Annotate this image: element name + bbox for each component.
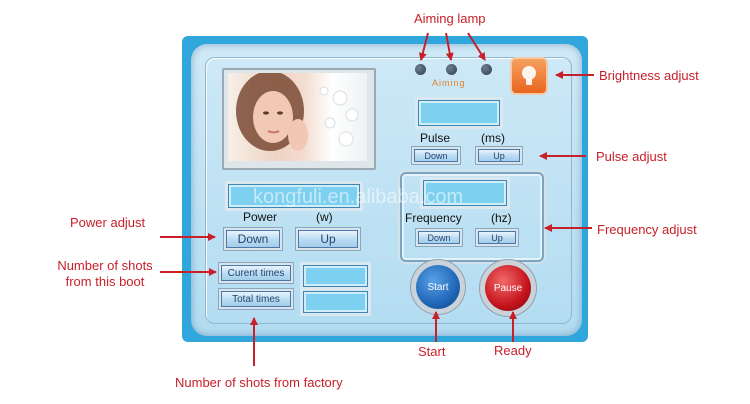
bulb-icon: [522, 66, 536, 85]
power-down-button[interactable]: Down: [226, 230, 280, 248]
frequency-label: Frequency: [405, 211, 462, 225]
treatment-photo: [228, 73, 367, 161]
pulse-up-button[interactable]: Up: [478, 149, 520, 162]
callout-ready: Ready: [494, 343, 532, 358]
callout-power-adjust: Power adjust: [70, 215, 146, 230]
arrow-aiming-1: [418, 32, 429, 61]
callout-pulse-adjust: Pulse adjust: [596, 149, 667, 164]
callout-shots-boot-line2: from this boot: [65, 274, 145, 289]
callout-shots-boot-line1: Number of shots: [57, 258, 153, 273]
frequency-unit: (hz): [491, 211, 512, 225]
frequency-display: [423, 180, 507, 206]
frequency-up-button[interactable]: Up: [478, 231, 516, 244]
total-times-display: [303, 291, 368, 313]
aiming-label: Aiming: [432, 78, 466, 88]
pulse-down-button[interactable]: Down: [414, 149, 458, 162]
callout-frequency-adjust: Frequency adjust: [597, 222, 697, 237]
brightness-button[interactable]: [512, 59, 546, 93]
callout-start: Start: [418, 344, 446, 359]
current-times-display: [303, 265, 368, 287]
total-times-button[interactable]: Total times: [221, 291, 291, 307]
power-unit: (w): [316, 210, 333, 224]
start-button[interactable]: Start: [416, 265, 460, 309]
current-times-button[interactable]: Curent times: [221, 265, 291, 281]
aiming-lamp-2-icon: [446, 64, 457, 75]
pulse-unit: (ms): [481, 131, 505, 145]
pulse-label: Pulse: [420, 131, 451, 145]
callout-brightness-adjust: Brightness adjust: [599, 68, 699, 83]
frequency-group: [400, 172, 544, 262]
arrow-aiming-3: [467, 32, 486, 61]
aiming-lamp-1-icon: [415, 64, 426, 75]
callout-shots-factory: Number of shots from factory: [175, 375, 343, 390]
power-display: [228, 184, 360, 208]
frequency-down-button[interactable]: Down: [418, 231, 460, 244]
watermark: kongfuli.en.alibaba.com: [253, 186, 464, 208]
pause-button[interactable]: Pause: [485, 265, 531, 311]
power-label: Power: [243, 210, 278, 224]
panel-inner-frame: [205, 57, 572, 324]
pulse-display: [418, 100, 500, 126]
arrow-aiming-2: [445, 32, 454, 61]
aiming-lamp-3-icon: [481, 64, 492, 75]
power-up-button[interactable]: Up: [298, 230, 358, 248]
face-illustration: [236, 73, 359, 151]
callout-aiming-lamp: Aiming lamp: [414, 11, 486, 26]
